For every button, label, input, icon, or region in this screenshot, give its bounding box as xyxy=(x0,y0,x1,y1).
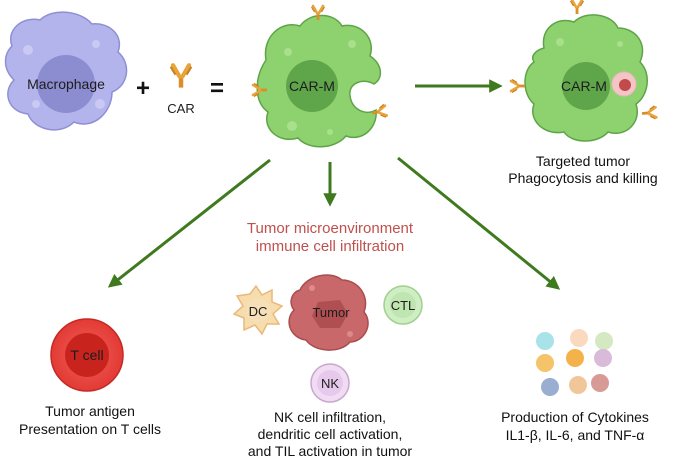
macrophage-label: Macrophage xyxy=(27,76,105,92)
car-m-targeting-cell: CAR-M xyxy=(524,14,648,142)
dc-cell: DC xyxy=(232,284,284,336)
arrow-to-cytokines xyxy=(397,156,561,290)
car-m-label: CAR-M xyxy=(289,78,335,94)
nk-text-line-1: NK cell infiltration, xyxy=(274,409,386,425)
nk-text-line-2: dendritic cell activation, xyxy=(258,426,403,442)
nk-label: NK xyxy=(321,376,339,391)
arrow-to-t-cell xyxy=(107,158,271,288)
car-receptor-icon xyxy=(509,78,527,94)
phagocytosis-line-2: Phagocytosis and killing xyxy=(508,170,657,186)
tme-title-line-1: Tumor microenvironment xyxy=(247,220,414,237)
t-cell: T cell xyxy=(50,318,124,392)
cytokines-icon xyxy=(536,329,613,396)
tme-title-line-2: immune cell infiltration xyxy=(256,238,404,255)
antigen-line-1: Tumor antigen xyxy=(45,403,135,419)
cytokines-line-2: IL1-β, IL-6, and TNF-α xyxy=(506,427,645,443)
car-m-target-label: CAR-M xyxy=(561,78,607,94)
macrophage-cell: Macrophage xyxy=(4,11,128,131)
phagocytosis-line-1: Targeted tumor xyxy=(536,153,630,169)
ctl-label: CTL xyxy=(391,298,416,313)
equals-sign: = xyxy=(210,75,224,102)
car-m-cell: CAR-M xyxy=(256,14,382,148)
nk-cell: NK xyxy=(310,363,350,403)
car-label: CAR xyxy=(167,101,194,116)
car-receptor-icon xyxy=(640,104,658,122)
t-cell-label: T cell xyxy=(70,347,103,363)
nk-text-line-3: and TIL activation in tumor xyxy=(248,443,413,459)
car-antibody-icon xyxy=(171,65,192,87)
car-receptor-icon xyxy=(569,0,585,16)
dc-label: DC xyxy=(249,304,268,319)
tumor-label: Tumor xyxy=(312,305,350,320)
antigen-line-2: Presentation on T cells xyxy=(19,421,161,437)
plus-sign: + xyxy=(136,75,150,102)
ctl-cell: CTL xyxy=(383,285,423,325)
cytokines-line-1: Production of Cytokines xyxy=(501,409,649,425)
tumor-cell: Tumor xyxy=(288,274,369,351)
